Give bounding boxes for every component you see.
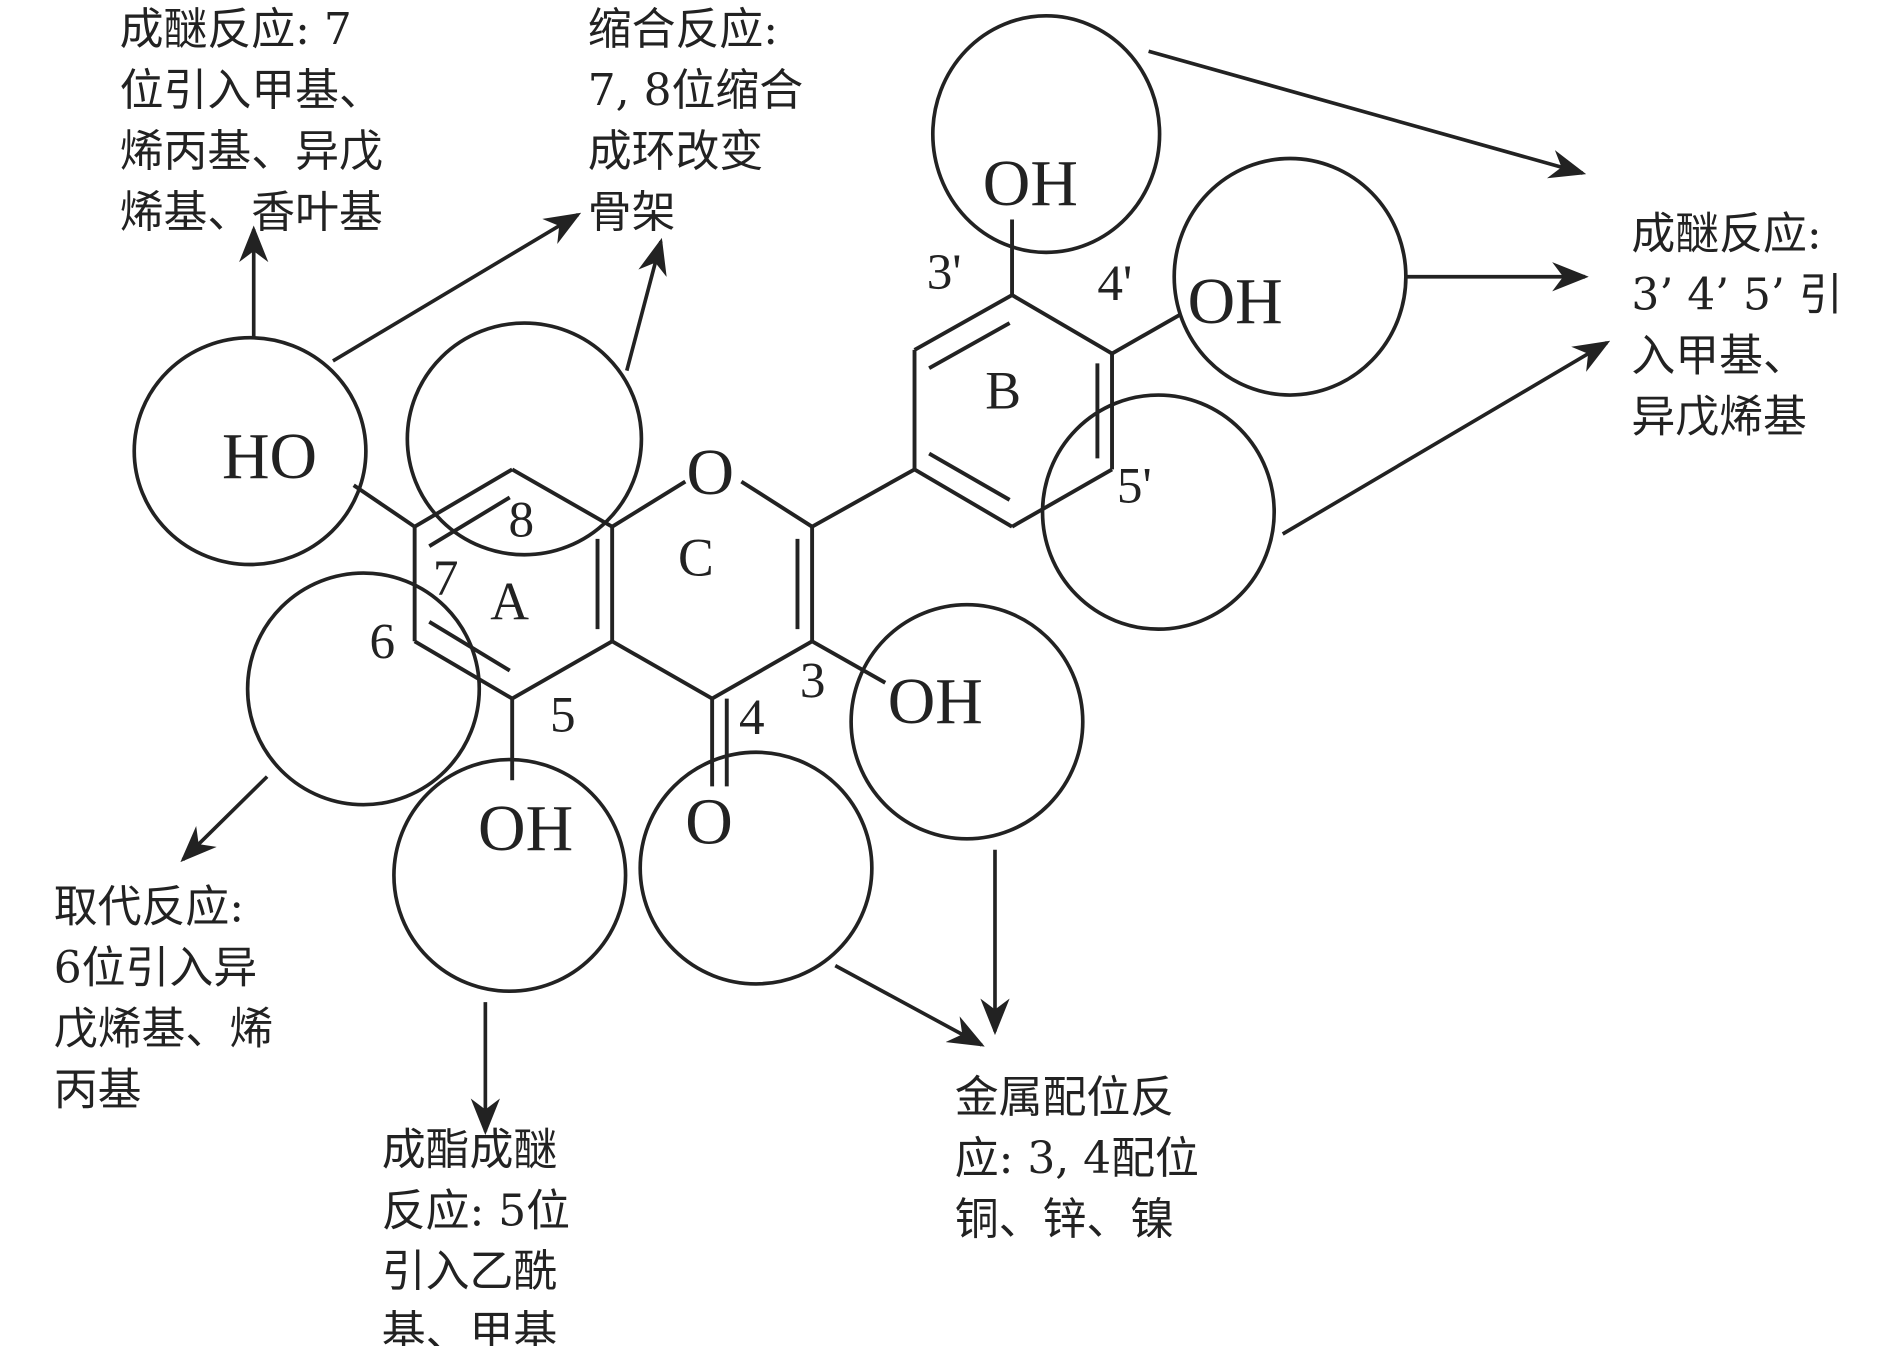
ring-b — [811, 219, 1182, 529]
atom-oh5: OH — [478, 792, 573, 865]
ring-label-a: A — [490, 571, 529, 631]
annotation-line: 戊烯基、烯 — [54, 1004, 273, 1055]
annotation-line: 应: 3, 4配位 — [955, 1133, 1199, 1184]
bond-3-oh — [811, 639, 887, 685]
position-5: 5 — [550, 687, 576, 744]
ring-label-c: C — [678, 527, 714, 587]
bond-7-oh — [352, 483, 416, 529]
arrow-4-metal — [834, 964, 985, 1047]
site-circle-8 — [405, 321, 644, 557]
annotation-line: 6位引入异 — [54, 943, 257, 994]
annotation-line: 成醚反应: 7 — [120, 4, 352, 55]
position-5p: 5' — [1117, 457, 1152, 514]
annotation-line: 铜、锌、镍 — [955, 1194, 1174, 1245]
annotation-line: 成酯成醚 — [382, 1124, 557, 1175]
position-4p: 4' — [1097, 255, 1132, 312]
annotation-line: 引入乙酰 — [382, 1246, 557, 1297]
annotation-line: 基、甲基 — [382, 1307, 557, 1346]
site-circle-7-oh — [132, 335, 368, 567]
annotation-line: 骨架 — [588, 187, 676, 238]
annotation-line: 烯丙基、异戊 — [120, 126, 383, 177]
atom-o-carbonyl: O — [685, 786, 733, 859]
ring-c — [611, 479, 815, 787]
atom-oh3p: OH — [983, 147, 1078, 220]
site-circle-4-carbonyl — [638, 750, 874, 986]
arrow-3p-ether — [1148, 49, 1587, 179]
annotation-line: 位引入甲基、 — [120, 65, 383, 116]
annotation-line: 烯基、香叶基 — [120, 187, 383, 238]
annotation-line: 7, 8位缩合 — [588, 65, 803, 116]
annotation-line: 反应: 5位 — [382, 1185, 570, 1236]
annotation-line: 成醚反应: — [1631, 209, 1821, 260]
position-3: 3 — [800, 652, 826, 709]
site-circle-3p-oh — [930, 14, 1162, 255]
annotation-etherification-345p: 成醚反应: 3’ 4’ 5’ 引 入甲基、 异戊烯基 — [1631, 209, 1842, 443]
atom-oh4p: OH — [1188, 265, 1283, 338]
annotation-etherification-7: 成醚反应: 7 位引入甲基、 烯丙基、异戊 烯基、香叶基 — [120, 4, 383, 238]
site-circle-5p — [1040, 393, 1277, 631]
position-6: 6 — [370, 613, 396, 670]
annotation-line: 3’ 4’ 5’ 引 — [1631, 270, 1842, 321]
position-8: 8 — [509, 491, 535, 548]
position-3p: 3' — [927, 244, 962, 301]
annotation-line: 取代反应: — [54, 882, 244, 933]
ring-label-b: B — [985, 360, 1021, 420]
arrow-6-substitution — [180, 775, 269, 863]
atom-o-ring: O — [687, 436, 735, 509]
site-circle-5-oh — [392, 757, 628, 994]
annotation-metal-coordination-34: 金属配位反 应: 3, 4配位 铜、锌、镍 — [955, 1072, 1199, 1245]
arrow-5p-ether — [1281, 340, 1611, 536]
atom-ho7: HO — [222, 420, 317, 493]
annotation-line: 金属配位反 — [955, 1072, 1174, 1123]
arrow-7-condensation — [332, 212, 582, 363]
annotation-line: 入甲基、 — [1631, 331, 1807, 382]
site-circle-6 — [245, 571, 482, 807]
annotation-esterification-5: 成酯成醚 反应: 5位 引入乙酰 基、甲基 — [382, 1124, 570, 1346]
annotation-line: 成环改变 — [588, 126, 764, 177]
site-circle-3-oh — [849, 602, 1085, 841]
position-4: 4 — [739, 689, 765, 746]
atom-oh3: OH — [888, 665, 983, 738]
annotation-line: 异戊烯基 — [1631, 392, 1807, 443]
annotation-condensation-78: 缩合反应: 7, 8位缩合 成环改变 骨架 — [588, 4, 803, 238]
arrow-8-condensation — [625, 237, 667, 372]
annotation-substitution-6: 取代反应: 6位引入异 戊烯基、烯 丙基 — [54, 882, 273, 1116]
annotation-line: 缩合反应: — [588, 4, 778, 55]
annotation-line: 丙基 — [54, 1065, 142, 1116]
